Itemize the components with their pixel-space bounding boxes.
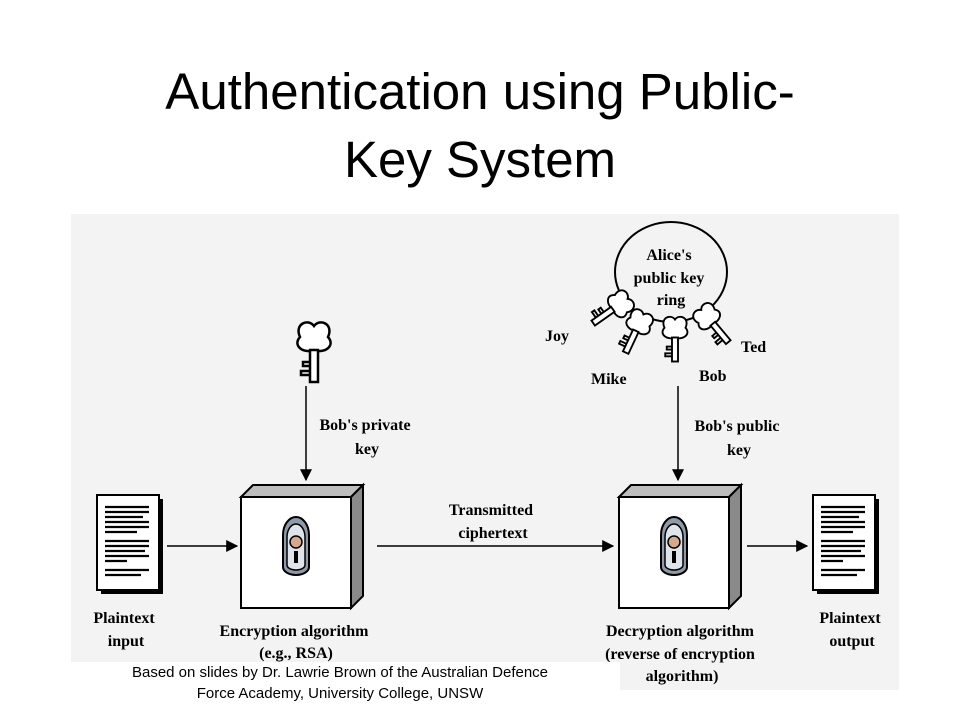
plaintext-input-document-icon: [95, 493, 165, 596]
bob-key-icon: [657, 314, 693, 363]
decryption-lock-box-icon: [618, 484, 742, 609]
plaintext-output-document-icon: [811, 493, 881, 596]
plaintext-input-label: Plaintext input: [93, 610, 158, 650]
title-line-1: Authentication using Public-: [165, 63, 795, 120]
private-key-label: Bob's private key: [319, 417, 414, 458]
mike-label: Mike: [591, 371, 627, 388]
title-line-2: Key System: [343, 131, 617, 188]
private-key-icon: [291, 319, 337, 384]
encryption-algorithm-label: Encryption algorithm (e.g., RSA): [220, 623, 373, 662]
encryption-lock-box-icon: [240, 484, 364, 609]
slide-title: Authentication using Public- Key System: [0, 58, 960, 194]
public-key-label: Bob's public key: [695, 418, 784, 459]
credit-line-1: Based on slides by Dr. Lawrie Brown of t…: [131, 664, 549, 681]
authentication-diagram: Plaintext input Encryption algorithm (e.…: [71, 214, 899, 690]
plaintext-output-label: Plaintext output: [819, 610, 884, 650]
ted-label: Ted: [741, 339, 766, 356]
transmitted-ciphertext-label: Transmitted ciphertext: [449, 502, 537, 542]
key-ring-label: Alice's public key ring: [634, 247, 709, 309]
credit-note: Based on slides by Dr. Lawrie Brown of t…: [60, 662, 620, 704]
ted-key-icon: [685, 295, 742, 354]
credit-line-2: Force Academy, University College, UNSW: [196, 685, 484, 702]
bob-label: Bob: [699, 368, 727, 385]
joy-label: Joy: [545, 328, 569, 345]
decryption-algorithm-label: Decryption algorithm (reverse of encrypt…: [605, 623, 759, 685]
